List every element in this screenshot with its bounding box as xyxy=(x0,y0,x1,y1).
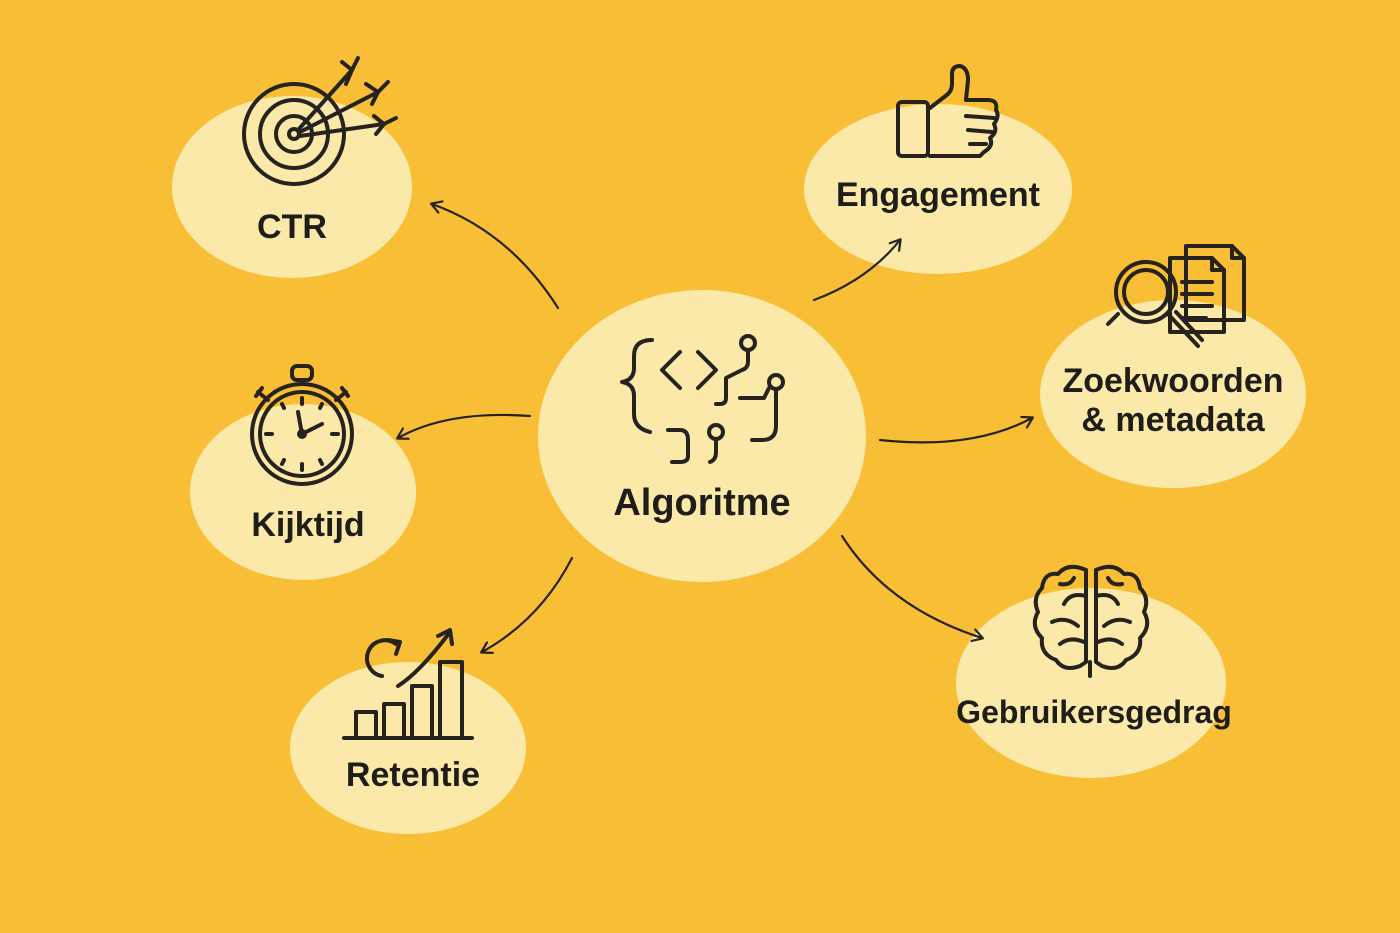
magnifier-documents-icon xyxy=(1106,244,1246,348)
kijktijd-label: Kijktijd xyxy=(251,506,365,544)
arrow-to-ctr xyxy=(432,204,560,310)
center-label: Algoritme xyxy=(613,482,791,524)
target-arrows-icon xyxy=(242,56,398,186)
arrow-to-engagement xyxy=(812,240,900,302)
arrow-to-kijktijd xyxy=(398,413,532,438)
gebruikersgedrag-bubble xyxy=(956,588,1226,778)
zoekwoorden-label-line1: Zoekwoorden xyxy=(1062,362,1284,400)
engagement-bubble xyxy=(804,104,1072,274)
growth-bar-chart-icon xyxy=(342,628,474,740)
arrow-to-zoekwoorden xyxy=(878,418,1032,444)
ctr-label: CTR xyxy=(257,208,327,246)
arrow-to-retentie xyxy=(482,556,574,652)
zoekwoorden-label-line2: & metadata xyxy=(1081,401,1265,440)
retentie-bubble xyxy=(290,662,526,834)
zoekwoorden-label: Zoekwoorden & metadata xyxy=(1040,362,1306,440)
center-bubble xyxy=(538,290,866,582)
thumbs-up-icon xyxy=(896,64,1000,158)
retentie-label: Retentie xyxy=(345,756,481,794)
brain-icon xyxy=(1032,564,1150,678)
stopwatch-icon xyxy=(250,364,354,486)
arrow-to-gebruikersgedrag xyxy=(840,534,982,638)
gebruikersgedrag-label: Gebruikersgedrag xyxy=(956,694,1232,730)
code-circuit-icon xyxy=(620,334,785,464)
engagement-label: Engagement xyxy=(835,176,1041,214)
